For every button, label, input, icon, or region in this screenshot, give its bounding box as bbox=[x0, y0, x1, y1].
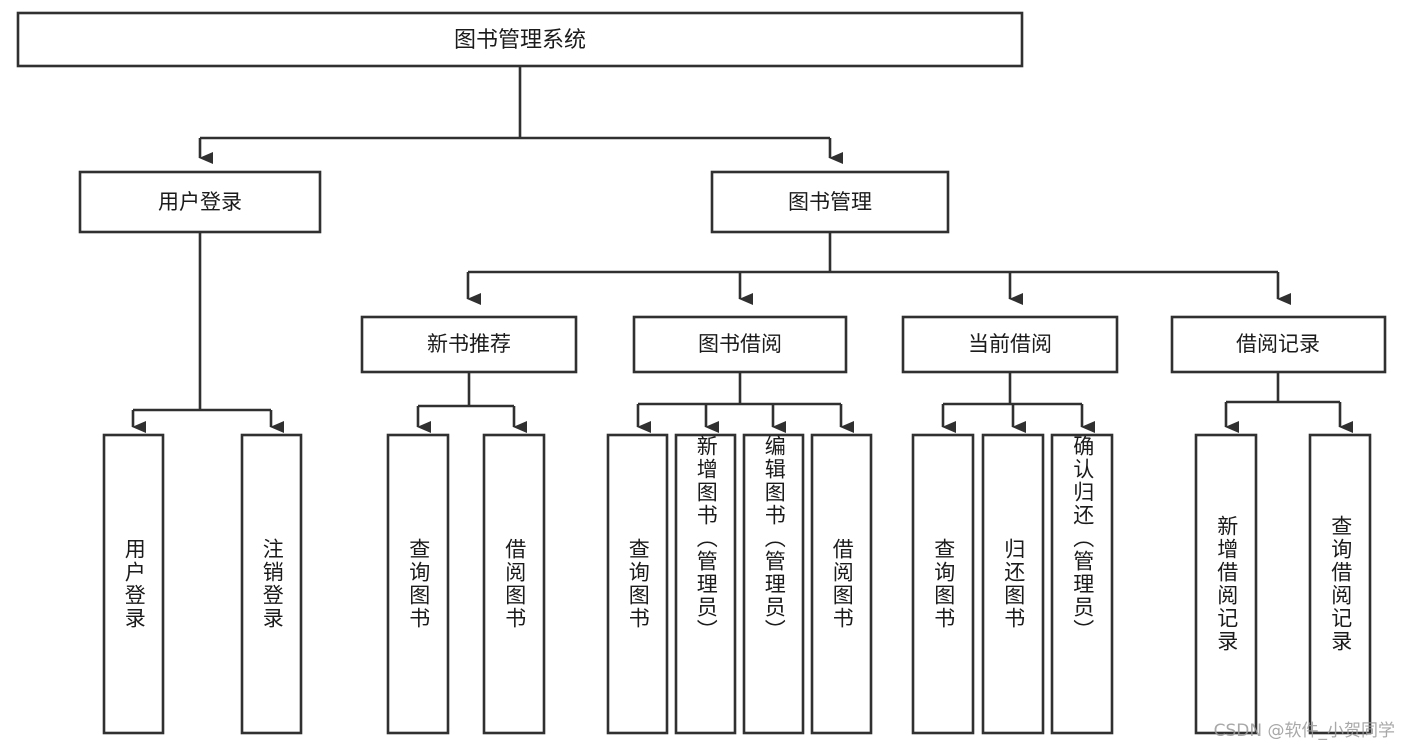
node-new-book-box[interactable] bbox=[360, 315, 578, 374]
node-book-borrow-box[interactable] bbox=[632, 315, 848, 374]
node-borrow-record-box[interactable] bbox=[1170, 315, 1387, 374]
leaf-box-bb-add[interactable] bbox=[674, 433, 737, 735]
leaf-box-cb-return[interactable] bbox=[981, 433, 1045, 735]
node-current-borrow-label: 当前借阅 bbox=[968, 332, 1052, 356]
watermark-text: CSDN @软件_小贺同学 bbox=[1213, 721, 1395, 741]
leaf-box-user-login[interactable] bbox=[102, 433, 165, 735]
leaf-box-cb-query[interactable] bbox=[911, 433, 975, 735]
leaf-box-logout[interactable] bbox=[240, 433, 303, 735]
node-root-box[interactable] bbox=[16, 11, 1024, 68]
node-user-login-label: 用户登录 bbox=[158, 190, 242, 214]
node-current-borrow-box[interactable] bbox=[901, 315, 1119, 374]
leaf-box-bb-borrow[interactable] bbox=[810, 433, 873, 735]
node-book-borrow-label: 图书借阅 bbox=[698, 332, 782, 356]
leaf-box-nb-query[interactable] bbox=[386, 433, 450, 735]
leaf-box-cb-confirm[interactable] bbox=[1050, 433, 1114, 735]
node-borrow-record-label: 借阅记录 bbox=[1236, 332, 1320, 356]
leaf-box-bb-query[interactable] bbox=[606, 433, 669, 735]
leaf-box-nb-borrow[interactable] bbox=[482, 433, 546, 735]
node-root-label: 图书管理系统 bbox=[454, 28, 586, 53]
node-book-mgmt-label: 图书管理 bbox=[788, 190, 872, 214]
leaf-box-bb-edit[interactable] bbox=[742, 433, 805, 735]
node-new-book-label: 新书推荐 bbox=[427, 332, 511, 356]
leaf-box-br-query[interactable] bbox=[1308, 433, 1372, 735]
leaf-box-br-add[interactable] bbox=[1194, 433, 1258, 735]
node-book-mgmt-box[interactable] bbox=[710, 170, 950, 234]
